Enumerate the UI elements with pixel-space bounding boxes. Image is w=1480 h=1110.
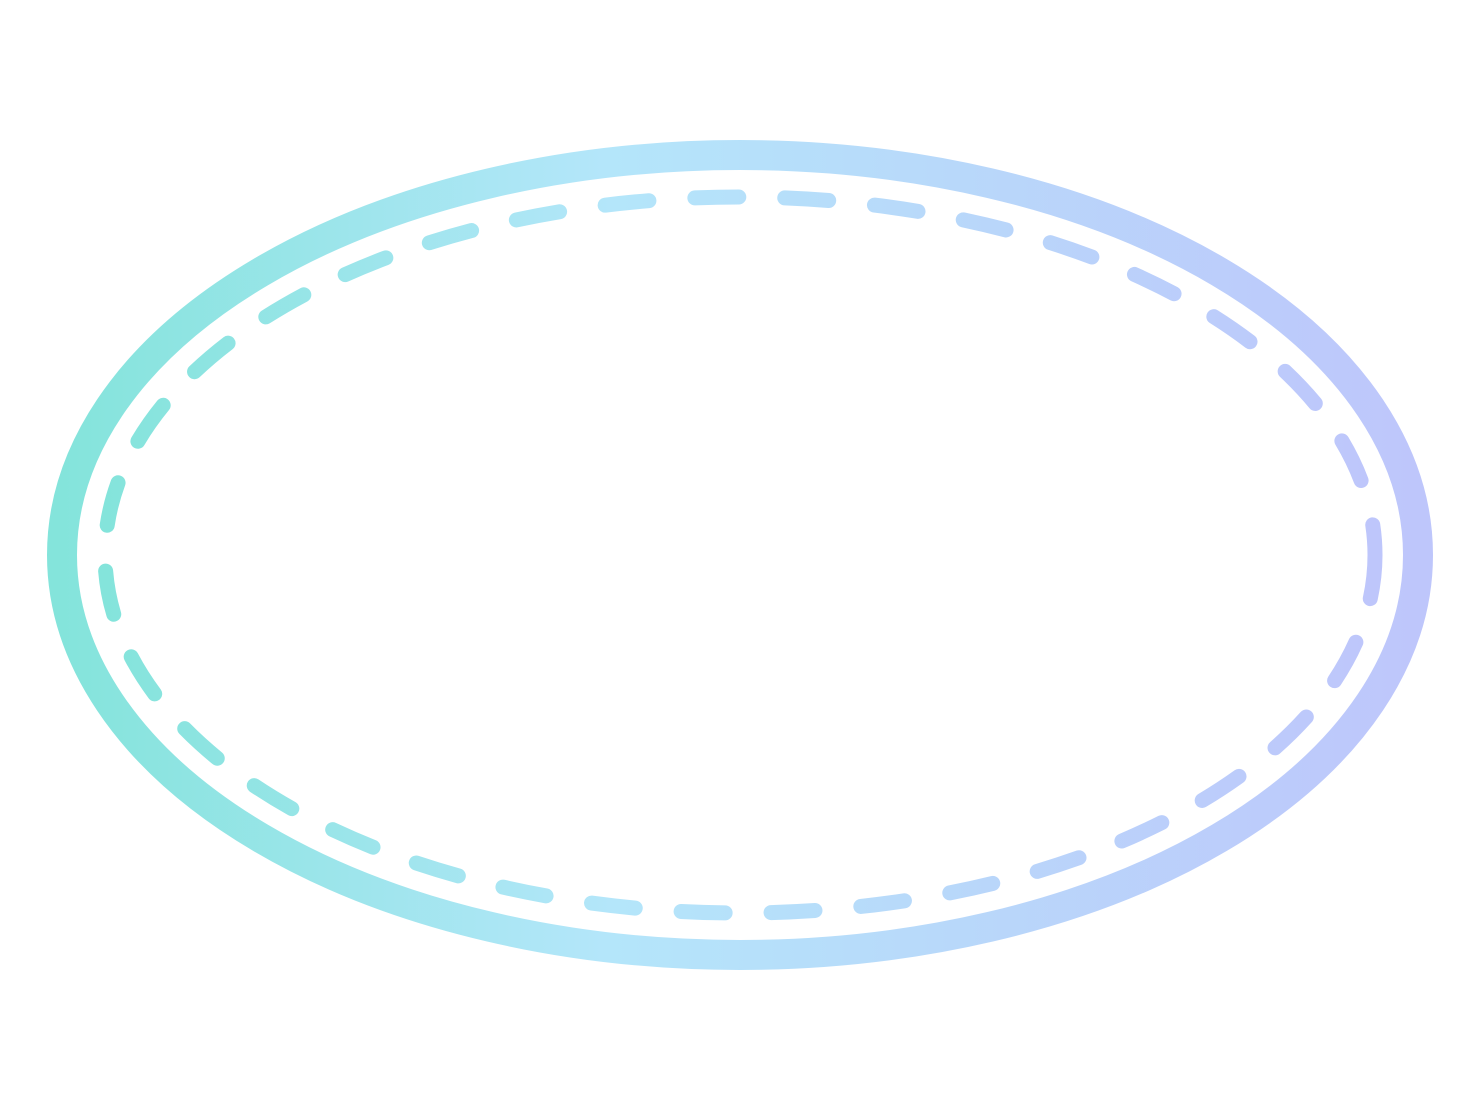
outer-oval-border — [47, 140, 1433, 970]
inner-dashed-oval-border — [97, 189, 1383, 921]
